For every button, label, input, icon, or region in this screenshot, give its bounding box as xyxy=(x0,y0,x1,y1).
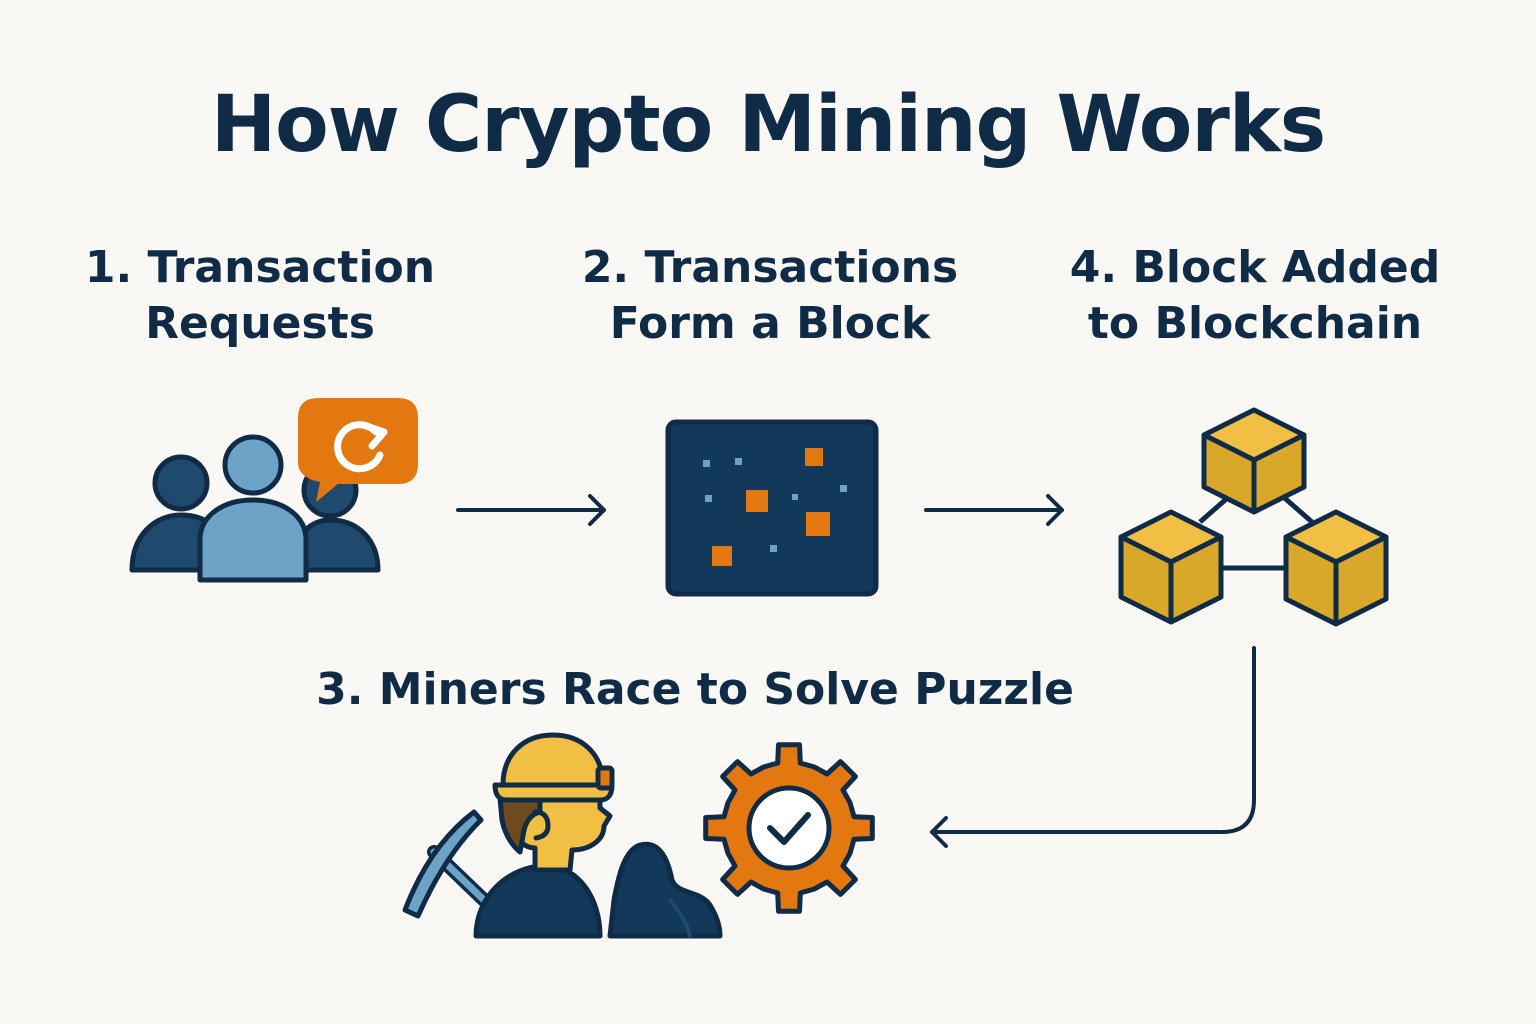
arrow-step4-to-step3 xyxy=(930,646,1256,848)
rock-icon xyxy=(607,841,723,939)
step-4-label-line1: 4. Block Added xyxy=(1069,242,1441,293)
cube-top-icon xyxy=(1201,407,1307,515)
cube-right-icon xyxy=(1283,509,1389,627)
arrow-step1-to-step2 xyxy=(456,494,606,526)
block-of-transactions-icon xyxy=(665,419,879,597)
step-1-label: 1. Transaction Requests xyxy=(60,240,460,352)
users-with-refresh-bubble-icon xyxy=(129,398,418,583)
center-user-icon xyxy=(197,434,309,583)
step-2-label-line1: 2. Transactions xyxy=(581,242,959,293)
step-4-label: 4. Block Added to Blockchain xyxy=(1055,240,1455,352)
arrow-step2-to-step4 xyxy=(924,494,1064,526)
refresh-bubble-icon xyxy=(298,398,418,502)
pickaxe-icon xyxy=(402,809,493,919)
step-1-label-line1: 1. Transaction xyxy=(84,242,436,293)
step-3-label-line1: 3. Miners Race to Solve Puzzle xyxy=(316,664,1074,715)
step-2-label-line2: Form a Block xyxy=(609,298,931,349)
diagram-title: How Crypto Mining Works xyxy=(210,80,1326,170)
step-4-label-line2: to Blockchain xyxy=(1087,298,1423,349)
connected-cubes-icon xyxy=(1118,407,1389,627)
step-2-label: 2. Transactions Form a Block xyxy=(570,240,970,352)
hard-hat-icon xyxy=(492,732,615,803)
gear-check-icon xyxy=(703,742,875,914)
cube-left-icon xyxy=(1118,509,1224,625)
miner-with-gear-check-icon xyxy=(402,732,875,939)
step-1-label-line2: Requests xyxy=(145,298,375,349)
miner-body-icon xyxy=(473,792,613,939)
step-3-label: 3. Miners Race to Solve Puzzle xyxy=(300,662,1090,718)
